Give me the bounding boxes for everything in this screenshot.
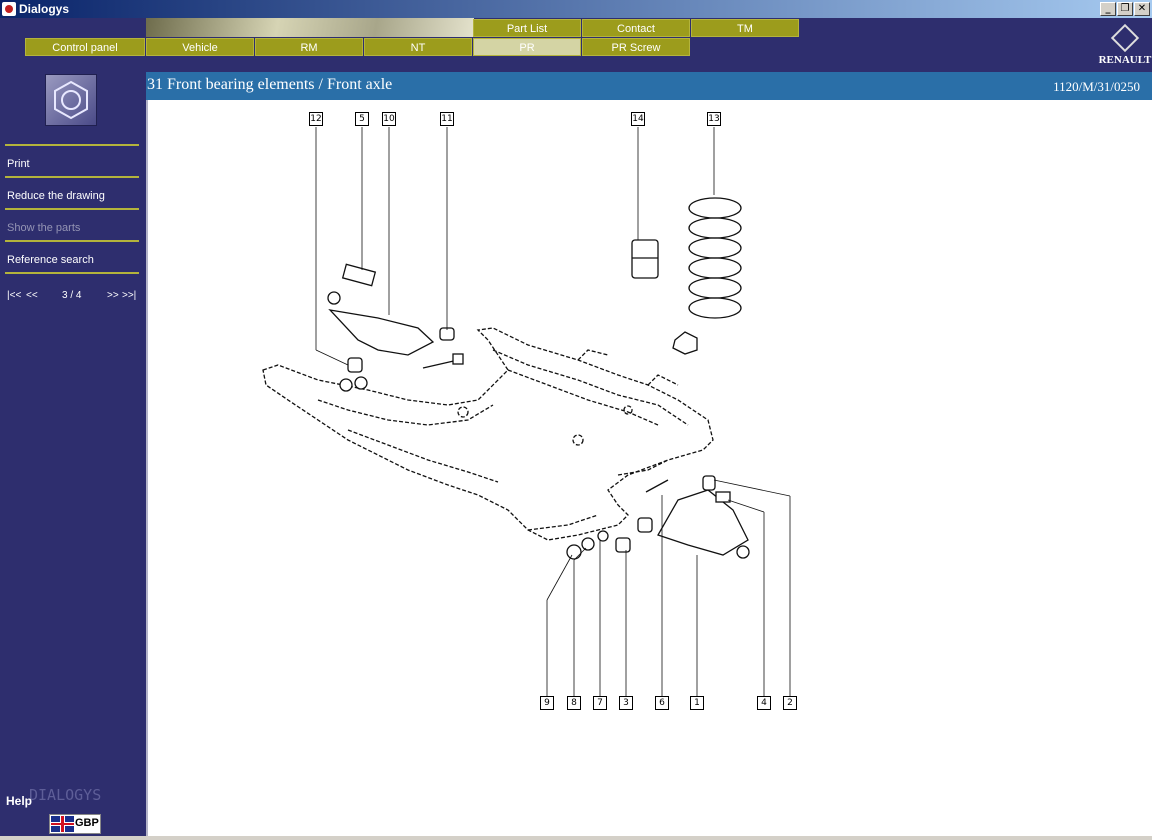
callout-10[interactable]: 10 [382, 112, 396, 126]
callout-1[interactable]: 1 [690, 696, 704, 710]
callout-8[interactable]: 8 [567, 696, 581, 710]
app-icon [2, 2, 16, 16]
callout-13[interactable]: 13 [707, 112, 721, 126]
tab-rm[interactable]: RM [255, 38, 363, 56]
subframe-outline [262, 327, 714, 541]
tab-tm[interactable]: TM [691, 19, 799, 37]
hex-nut-icon [45, 74, 97, 126]
dialogys-watermark: DIALOGYS [29, 786, 102, 804]
close-button[interactable]: ✕ [1134, 2, 1150, 16]
callout-9[interactable]: 9 [540, 696, 554, 710]
leader-lines [315, 127, 791, 696]
callout-6[interactable]: 6 [655, 696, 669, 710]
renault-logo: RENAULT [1098, 23, 1152, 68]
tab-pr-screw[interactable]: PR Screw [582, 38, 690, 56]
sidebar-separator [5, 144, 139, 146]
tab-control-panel[interactable]: Control panel [25, 38, 145, 56]
coil-spring [672, 197, 742, 355]
currency-selector[interactable]: GBP [49, 814, 101, 834]
window-bottom-edge [0, 836, 1152, 840]
page-indicator: 3 / 4 [62, 290, 82, 301]
bump-stop [631, 239, 659, 279]
front-axle-diagram [262, 127, 791, 696]
minimize-button[interactable]: _ [1100, 2, 1116, 16]
header-banner-image [146, 18, 474, 37]
title-bar: Dialogys _ ❐ ✕ [0, 0, 1152, 18]
callout-11[interactable]: 11 [440, 112, 454, 126]
callout-2[interactable]: 2 [783, 696, 797, 710]
renault-logo-text: RENAULT [1098, 54, 1152, 66]
previous-page-button[interactable]: << [26, 290, 38, 301]
tab-contact[interactable]: Contact [582, 19, 690, 37]
page-title-bar: 31 Front bearing elements / Front axle 1… [146, 72, 1152, 100]
sidebar-separator [5, 272, 139, 274]
renault-lozenge-icon [1110, 23, 1140, 53]
next-page-button[interactable]: >> [107, 290, 119, 301]
tab-vehicle[interactable]: Vehicle [146, 38, 254, 56]
page-title: 31 Front bearing elements / Front axle [147, 76, 393, 93]
tab-pr[interactable]: PR [473, 38, 581, 56]
callout-7[interactable]: 7 [593, 696, 607, 710]
tab-nt[interactable]: NT [364, 38, 472, 56]
print-button[interactable]: Print [7, 158, 30, 170]
upper-wishbone [327, 263, 464, 392]
sidebar-separator [5, 208, 139, 210]
callout-4[interactable]: 4 [757, 696, 771, 710]
uk-flag-icon [51, 816, 74, 832]
first-page-button[interactable]: |<< [7, 290, 22, 301]
sidebar-separator [5, 240, 139, 242]
restore-button[interactable]: ❐ [1117, 2, 1133, 16]
currency-label: GBP [75, 817, 99, 829]
reference-search-button[interactable]: Reference search [7, 254, 94, 266]
callout-3[interactable]: 3 [619, 696, 633, 710]
page-reference: 1120/M/31/0250 [1053, 79, 1140, 94]
help-link[interactable]: Help [6, 794, 33, 808]
callout-12[interactable]: 12 [309, 112, 323, 126]
sidebar: Print Reduce the drawing Show the parts … [0, 72, 146, 840]
exploded-parts-drawing[interactable]: 12 5 10 11 14 13 9 8 7 3 6 1 4 2 [146, 100, 1152, 836]
reduce-drawing-button[interactable]: Reduce the drawing [7, 190, 105, 202]
lower-wishbone [566, 475, 750, 560]
sidebar-separator [5, 176, 139, 178]
last-page-button[interactable]: >>| [122, 290, 137, 301]
show-parts-button[interactable]: Show the parts [7, 222, 81, 234]
callout-14[interactable]: 14 [631, 112, 645, 126]
header: Part List Contact TM Control panel Vehic… [0, 18, 1152, 72]
window-title: Dialogys [19, 2, 70, 16]
callout-5[interactable]: 5 [355, 112, 369, 126]
tab-part-list[interactable]: Part List [473, 19, 581, 37]
